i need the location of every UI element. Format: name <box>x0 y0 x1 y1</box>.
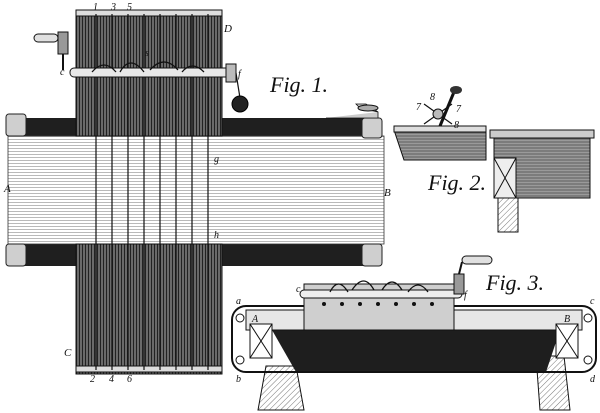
fig1-label-D: D <box>223 23 232 35</box>
fig2-label-8a: 8 <box>430 92 435 103</box>
fig3-left-leg <box>257 365 305 411</box>
fig1-right-roller <box>361 117 383 139</box>
figure-3: a b c c d f A B Fig. 3. <box>231 255 597 411</box>
fig1-right-collar <box>225 63 237 83</box>
fig2-leg <box>497 197 519 233</box>
fig1-right-roller-bottom <box>361 243 383 267</box>
fig1-crank <box>33 31 69 70</box>
fig1-caption: Fig. 1. <box>269 72 328 97</box>
fig1-vertical-frame-bottom <box>75 243 223 375</box>
fig1-left-roller <box>5 113 27 137</box>
fig1-label-6: 6 <box>127 374 132 385</box>
fig1-label-c: c <box>60 67 65 78</box>
fig1-pulley-wheel <box>231 95 249 113</box>
figure-1: 1 3 5 2 4 6 A B C D c f g h s Fig. 1. <box>3 2 391 385</box>
fig3-label-b: b <box>236 374 241 385</box>
fig2-bar <box>393 129 487 161</box>
fig3-dots <box>322 302 434 306</box>
fig1-label-5: 5 <box>127 2 132 13</box>
fig1-rod-loops <box>91 61 205 73</box>
fig1-label-s: s <box>145 48 149 59</box>
fig2-bar-top <box>393 125 487 133</box>
fig1-label-g: g <box>214 154 219 165</box>
fig2-screw <box>423 86 462 127</box>
fig2-caption: Fig. 2. <box>427 170 486 195</box>
fig1-top-bar <box>75 9 223 17</box>
fig3-label-f: f <box>464 290 468 301</box>
fig1-label-A: A <box>3 183 11 195</box>
fig1-label-h: h <box>214 230 219 241</box>
fig1-cloth-web <box>7 135 385 245</box>
fig3-loops <box>329 280 429 293</box>
figure-2: 7 8 7 8 Fig. 2. <box>393 86 595 233</box>
fig3-label-a: a <box>236 296 241 307</box>
fig3-label-d: d <box>590 374 596 385</box>
fig3-label-A: A <box>251 314 259 325</box>
fig1-label-C: C <box>64 347 72 359</box>
fig1-label-f: f <box>238 69 242 80</box>
fig1-label-1: 1 <box>93 2 98 13</box>
fig1-label-3: 3 <box>110 2 116 13</box>
fig3-shadow <box>272 330 560 372</box>
fig3-label-c-right: c <box>590 296 595 307</box>
fig2-rail <box>489 129 595 139</box>
fig1-bottom-bar <box>75 365 223 373</box>
fig1-label-2: 2 <box>90 374 95 385</box>
fig3-crank <box>453 255 493 295</box>
fig2-label-8b: 8 <box>454 120 459 131</box>
fig1-label-4: 4 <box>109 374 114 385</box>
fig3-caption: Fig. 3. <box>485 270 544 295</box>
fig3-label-c-left: c <box>296 284 301 295</box>
fig1-label-B: B <box>384 187 391 199</box>
fig2-label-7b: 7 <box>456 104 462 115</box>
fig2-label-7a: 7 <box>416 102 422 113</box>
fig1-left-roller-bottom <box>5 243 27 267</box>
fig3-label-B: B <box>564 314 570 325</box>
fig3-rod <box>299 289 463 299</box>
